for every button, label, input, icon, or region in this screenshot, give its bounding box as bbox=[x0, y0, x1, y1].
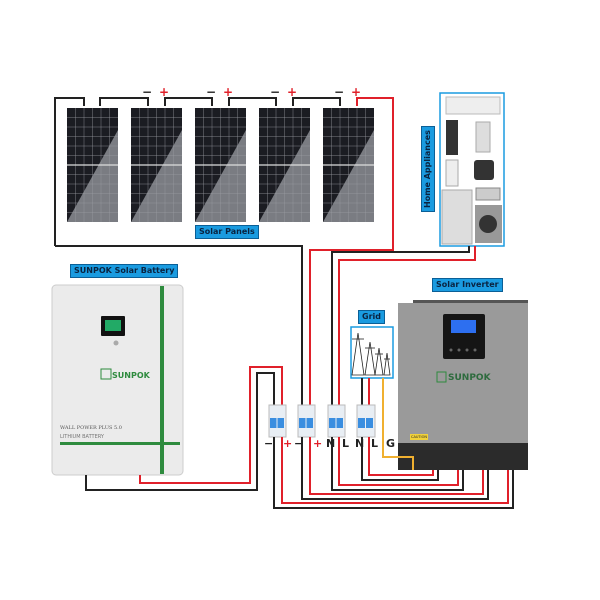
inverter-button bbox=[449, 348, 453, 352]
battery-display-screen bbox=[105, 320, 121, 331]
inverter-warning-sticker: CAUTION bbox=[410, 434, 428, 440]
breaker-switch bbox=[270, 418, 277, 428]
battery-green-stripe bbox=[160, 286, 164, 474]
panel-positive-sign: + bbox=[287, 85, 298, 99]
terminal-label: N bbox=[326, 437, 336, 450]
blender-icon bbox=[446, 120, 458, 155]
terminal-label: − bbox=[264, 437, 274, 450]
terminal-label: + bbox=[313, 437, 323, 450]
grid-inverter-live-wire bbox=[368, 437, 434, 476]
terminal-label: G bbox=[386, 437, 396, 450]
solar-panels-label: Solar Panels bbox=[195, 225, 259, 239]
solar-battery bbox=[51, 284, 184, 476]
panel-positive-wire bbox=[309, 97, 394, 405]
battery-logo-icon bbox=[100, 368, 112, 380]
battery-inverter-negative-wire bbox=[273, 437, 514, 509]
grid-label: Grid bbox=[358, 310, 385, 324]
battery-type-text: LITHIUM BATTERY bbox=[60, 434, 104, 440]
panel-link-wire bbox=[99, 97, 149, 106]
load-inverter-live-wire bbox=[338, 437, 459, 486]
grid-inverter-neutral-wire bbox=[361, 437, 439, 481]
washing-machine-door bbox=[479, 215, 497, 233]
terminal-label: − bbox=[294, 437, 304, 450]
transmission-tower-icon bbox=[374, 347, 384, 376]
battery-brand-logo: SUNPOK bbox=[112, 371, 150, 380]
battery-green-stripe bbox=[60, 442, 180, 445]
breaker-switch bbox=[358, 418, 365, 428]
breaker-switch bbox=[336, 418, 343, 428]
grid-box bbox=[350, 326, 394, 379]
battery-label: SUNPOK Solar Battery bbox=[70, 264, 179, 278]
inverter-button bbox=[473, 348, 477, 352]
home-appliances-label: Home Appliances bbox=[421, 126, 435, 212]
inverter-top bbox=[413, 300, 528, 305]
panel-negative-sign: − bbox=[334, 85, 345, 99]
ground-wire bbox=[382, 378, 414, 470]
panel-negative-wire bbox=[55, 245, 303, 405]
battery-model-text: WALL POWER PLUS 5.0 bbox=[60, 425, 122, 431]
pv-inverter-positive-wire bbox=[309, 437, 484, 495]
panel-link-wire bbox=[228, 97, 277, 106]
panel-positive-sign: + bbox=[351, 85, 362, 99]
transmission-tower-icon bbox=[351, 332, 365, 376]
panel-positive-sign: + bbox=[159, 85, 170, 99]
food-processor-icon bbox=[475, 121, 491, 153]
battery-negative-wire bbox=[85, 372, 275, 491]
microwave-icon bbox=[475, 187, 501, 201]
terminal-label: N bbox=[355, 437, 365, 450]
air-fryer-icon bbox=[474, 160, 494, 180]
terminal-label: + bbox=[283, 437, 293, 450]
breaker-switch bbox=[366, 418, 373, 428]
load-live-wire bbox=[338, 246, 476, 405]
load-inverter-neutral-wire bbox=[331, 437, 464, 491]
transmission-tower-icon bbox=[383, 352, 391, 376]
inverter-label: Solar Inverter bbox=[432, 278, 503, 292]
panel-positive-sign: + bbox=[223, 85, 234, 99]
panel-negative-wire bbox=[54, 97, 85, 246]
terminal-label: L bbox=[342, 437, 350, 450]
battery-positive-wire bbox=[139, 366, 283, 484]
transmission-tower-icon bbox=[364, 341, 376, 376]
panel-link-wire bbox=[164, 97, 213, 106]
inverter-base bbox=[398, 443, 528, 470]
inverter-button bbox=[457, 348, 461, 352]
breaker-switch bbox=[277, 418, 284, 428]
inverter-lcd-screen bbox=[451, 320, 476, 333]
panel-negative-sign: − bbox=[142, 85, 153, 99]
kettle-icon bbox=[445, 159, 459, 187]
battery-power-button bbox=[113, 340, 119, 346]
load-neutral-wire bbox=[331, 246, 470, 405]
pv-inverter-negative-wire bbox=[301, 437, 489, 500]
breaker-switch bbox=[329, 418, 336, 428]
terminal-label: L bbox=[371, 437, 379, 450]
breaker-switch bbox=[299, 418, 306, 428]
refrigerator-icon bbox=[441, 189, 473, 245]
panel-negative-sign: − bbox=[206, 85, 217, 99]
air-conditioner-icon bbox=[445, 96, 501, 115]
breaker-switch bbox=[306, 418, 313, 428]
battery-inverter-positive-wire bbox=[281, 437, 509, 504]
inverter-logo-icon bbox=[436, 371, 447, 383]
panel-negative-sign: − bbox=[270, 85, 281, 99]
inverter-button bbox=[465, 348, 469, 352]
inverter-brand-logo: SUNPOK bbox=[448, 373, 491, 383]
panel-link-wire bbox=[292, 97, 341, 106]
